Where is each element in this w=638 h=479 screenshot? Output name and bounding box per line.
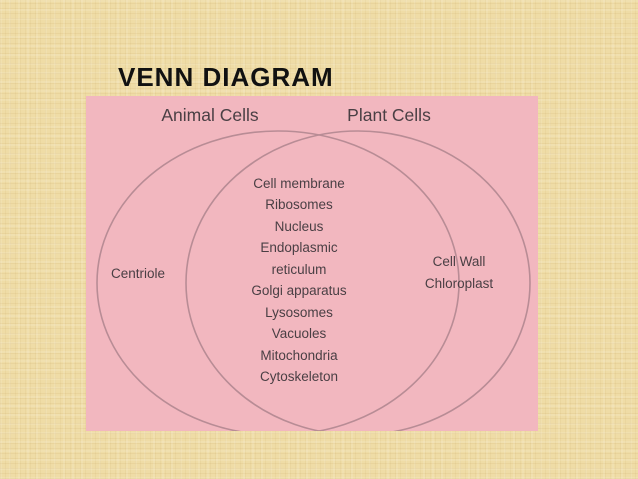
venn-diagram: Animal Cells Plant Cells Centriole Cell … <box>96 105 531 431</box>
slide-title: VENN DIAGRAM <box>118 62 334 92</box>
shared-item: reticulum <box>272 262 327 277</box>
animal-only-item: Centriole <box>111 266 165 281</box>
shared-item: Lysosomes <box>265 305 333 320</box>
plant-cells-title: Plant Cells <box>347 105 431 125</box>
shared-item: Mitochondria <box>260 348 338 363</box>
animal-cells-circle <box>96 130 460 431</box>
shared-item: Endoplasmic <box>260 240 338 255</box>
shared-item: Cell membrane <box>253 176 345 191</box>
shared-item: Cytoskeleton <box>260 369 338 384</box>
shared-item: Golgi apparatus <box>251 283 347 298</box>
plant-only-item: Cell Wall <box>433 254 486 269</box>
shared-item: Ribosomes <box>265 197 333 212</box>
shared-item: Vacuoles <box>272 326 327 341</box>
animal-cells-title: Animal Cells <box>161 105 258 125</box>
venn-diagram-image: Animal Cells Plant Cells Centriole Cell … <box>86 96 538 431</box>
shared-item: Nucleus <box>275 219 324 234</box>
plant-cells-circle <box>185 130 531 431</box>
plant-only-item: Chloroplast <box>425 276 494 291</box>
